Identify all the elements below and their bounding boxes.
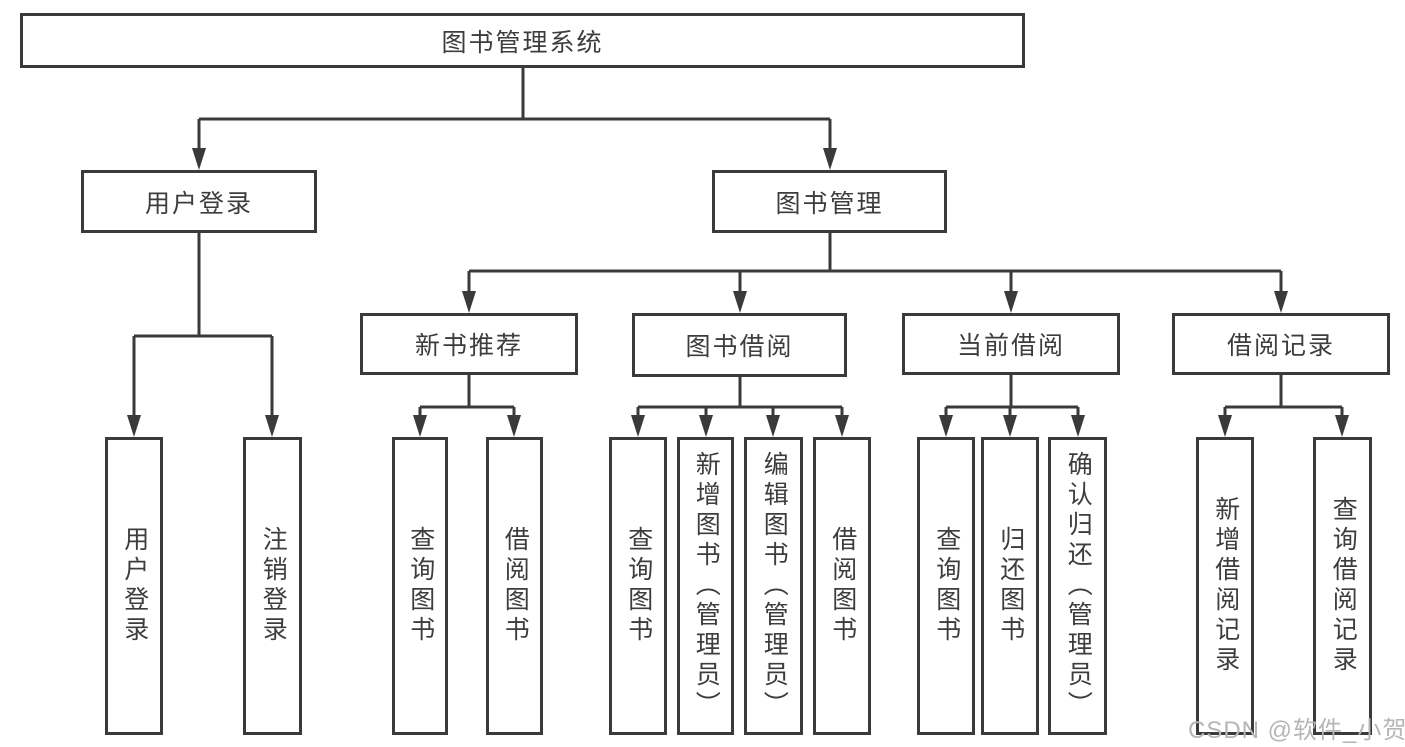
node-leaf-user-login-label: 用户登录	[120, 526, 149, 646]
node-leaf-cb-search: 查询图书	[917, 437, 975, 735]
node-leaf-cb-confirm-label: 确认归还（管理员）	[1064, 451, 1093, 721]
node-book-mgmt: 图书管理	[712, 170, 947, 233]
node-leaf-br-search: 查询借阅记录	[1313, 437, 1372, 735]
arrowhead-icon	[462, 291, 476, 313]
watermark: CSDN @软件_小贺同学	[1188, 717, 1405, 744]
arrowhead-icon	[939, 415, 953, 437]
connector-currentborrow-to-leaves	[944, 375, 1080, 419]
connector-userlogin-to-leaves	[132, 233, 274, 417]
connector-root-to-level2	[197, 68, 832, 150]
node-leaf-bb-edit: 编辑图书（管理员）	[744, 437, 803, 735]
node-leaf-br-add: 新增借阅记录	[1196, 437, 1254, 735]
node-leaf-br-add-label: 新增借阅记录	[1211, 496, 1240, 676]
node-book-borrow: 图书借阅	[632, 313, 847, 377]
arrowhead-icon	[1004, 291, 1018, 313]
arrowhead-icon	[127, 415, 141, 437]
node-new-book-rec: 新书推荐	[360, 313, 578, 375]
node-leaf-bb-add-label: 新增图书（管理员）	[692, 451, 721, 721]
node-leaf-cb-search-label: 查询图书	[932, 526, 961, 646]
node-leaf-bb-borrow: 借阅图书	[813, 437, 871, 735]
node-leaf-bb-search: 查询图书	[609, 437, 667, 735]
node-leaf-br-search-label: 查询借阅记录	[1329, 496, 1358, 676]
connector-borrowrecords-to-leaves	[1223, 375, 1344, 419]
arrowhead-icon	[413, 415, 427, 437]
node-leaf-bb-add: 新增图书（管理员）	[677, 437, 734, 735]
arrowhead-icon	[823, 148, 837, 170]
arrowhead-icon	[699, 415, 713, 437]
node-book-mgmt-label: 图书管理	[775, 189, 884, 218]
arrowhead-icon	[835, 415, 849, 437]
arrowhead-icon	[733, 291, 747, 313]
connector-bookborrow-to-leaves	[636, 377, 844, 419]
arrowhead-icon	[507, 415, 521, 437]
arrowhead-icon	[1003, 415, 1017, 437]
node-leaf-logout: 注销登录	[243, 437, 302, 735]
node-leaf-bb-edit-label: 编辑图书（管理员）	[760, 451, 789, 721]
node-current-borrow-label: 当前借阅	[956, 332, 1065, 360]
node-user-login-label: 用户登录	[144, 189, 253, 218]
connector-bookmgmt-to-level3	[467, 233, 1283, 293]
node-leaf-cb-return-label: 归还图书	[996, 526, 1025, 646]
node-leaf-cb-return: 归还图书	[981, 437, 1039, 735]
node-leaf-cb-confirm: 确认归还（管理员）	[1048, 437, 1107, 735]
node-leaf-rec-borrow-label: 借阅图书	[501, 526, 530, 646]
node-new-book-rec-label: 新书推荐	[414, 332, 523, 360]
node-leaf-rec-search-label: 查询图书	[406, 526, 435, 646]
arrowheads	[127, 148, 1349, 437]
arrowhead-icon	[766, 415, 780, 437]
arrowhead-icon	[265, 415, 279, 437]
arrowhead-icon	[1335, 415, 1349, 437]
arrowhead-icon	[192, 148, 206, 170]
node-current-borrow: 当前借阅	[902, 313, 1120, 375]
node-leaf-bb-borrow-label: 借阅图书	[828, 526, 857, 646]
node-leaf-bb-search-label: 查询图书	[624, 526, 653, 646]
node-borrow-records: 借阅记录	[1172, 313, 1390, 375]
connector-newbookrec-to-leaves	[418, 375, 516, 419]
node-book-borrow-label: 图书借阅	[685, 333, 794, 361]
node-root: 图书管理系统	[20, 13, 1025, 68]
arrowhead-icon	[1274, 291, 1288, 313]
node-root-label: 图书管理系统	[441, 28, 604, 57]
node-user-login: 用户登录	[81, 170, 317, 233]
node-leaf-logout-label: 注销登录	[259, 526, 288, 646]
node-leaf-rec-borrow: 借阅图书	[486, 437, 543, 735]
arrowhead-icon	[1071, 415, 1085, 437]
node-leaf-rec-search: 查询图书	[392, 437, 448, 735]
node-leaf-user-login: 用户登录	[105, 437, 163, 735]
arrowhead-icon	[1218, 415, 1232, 437]
arrowhead-icon	[631, 415, 645, 437]
node-borrow-records-label: 借阅记录	[1226, 332, 1335, 360]
